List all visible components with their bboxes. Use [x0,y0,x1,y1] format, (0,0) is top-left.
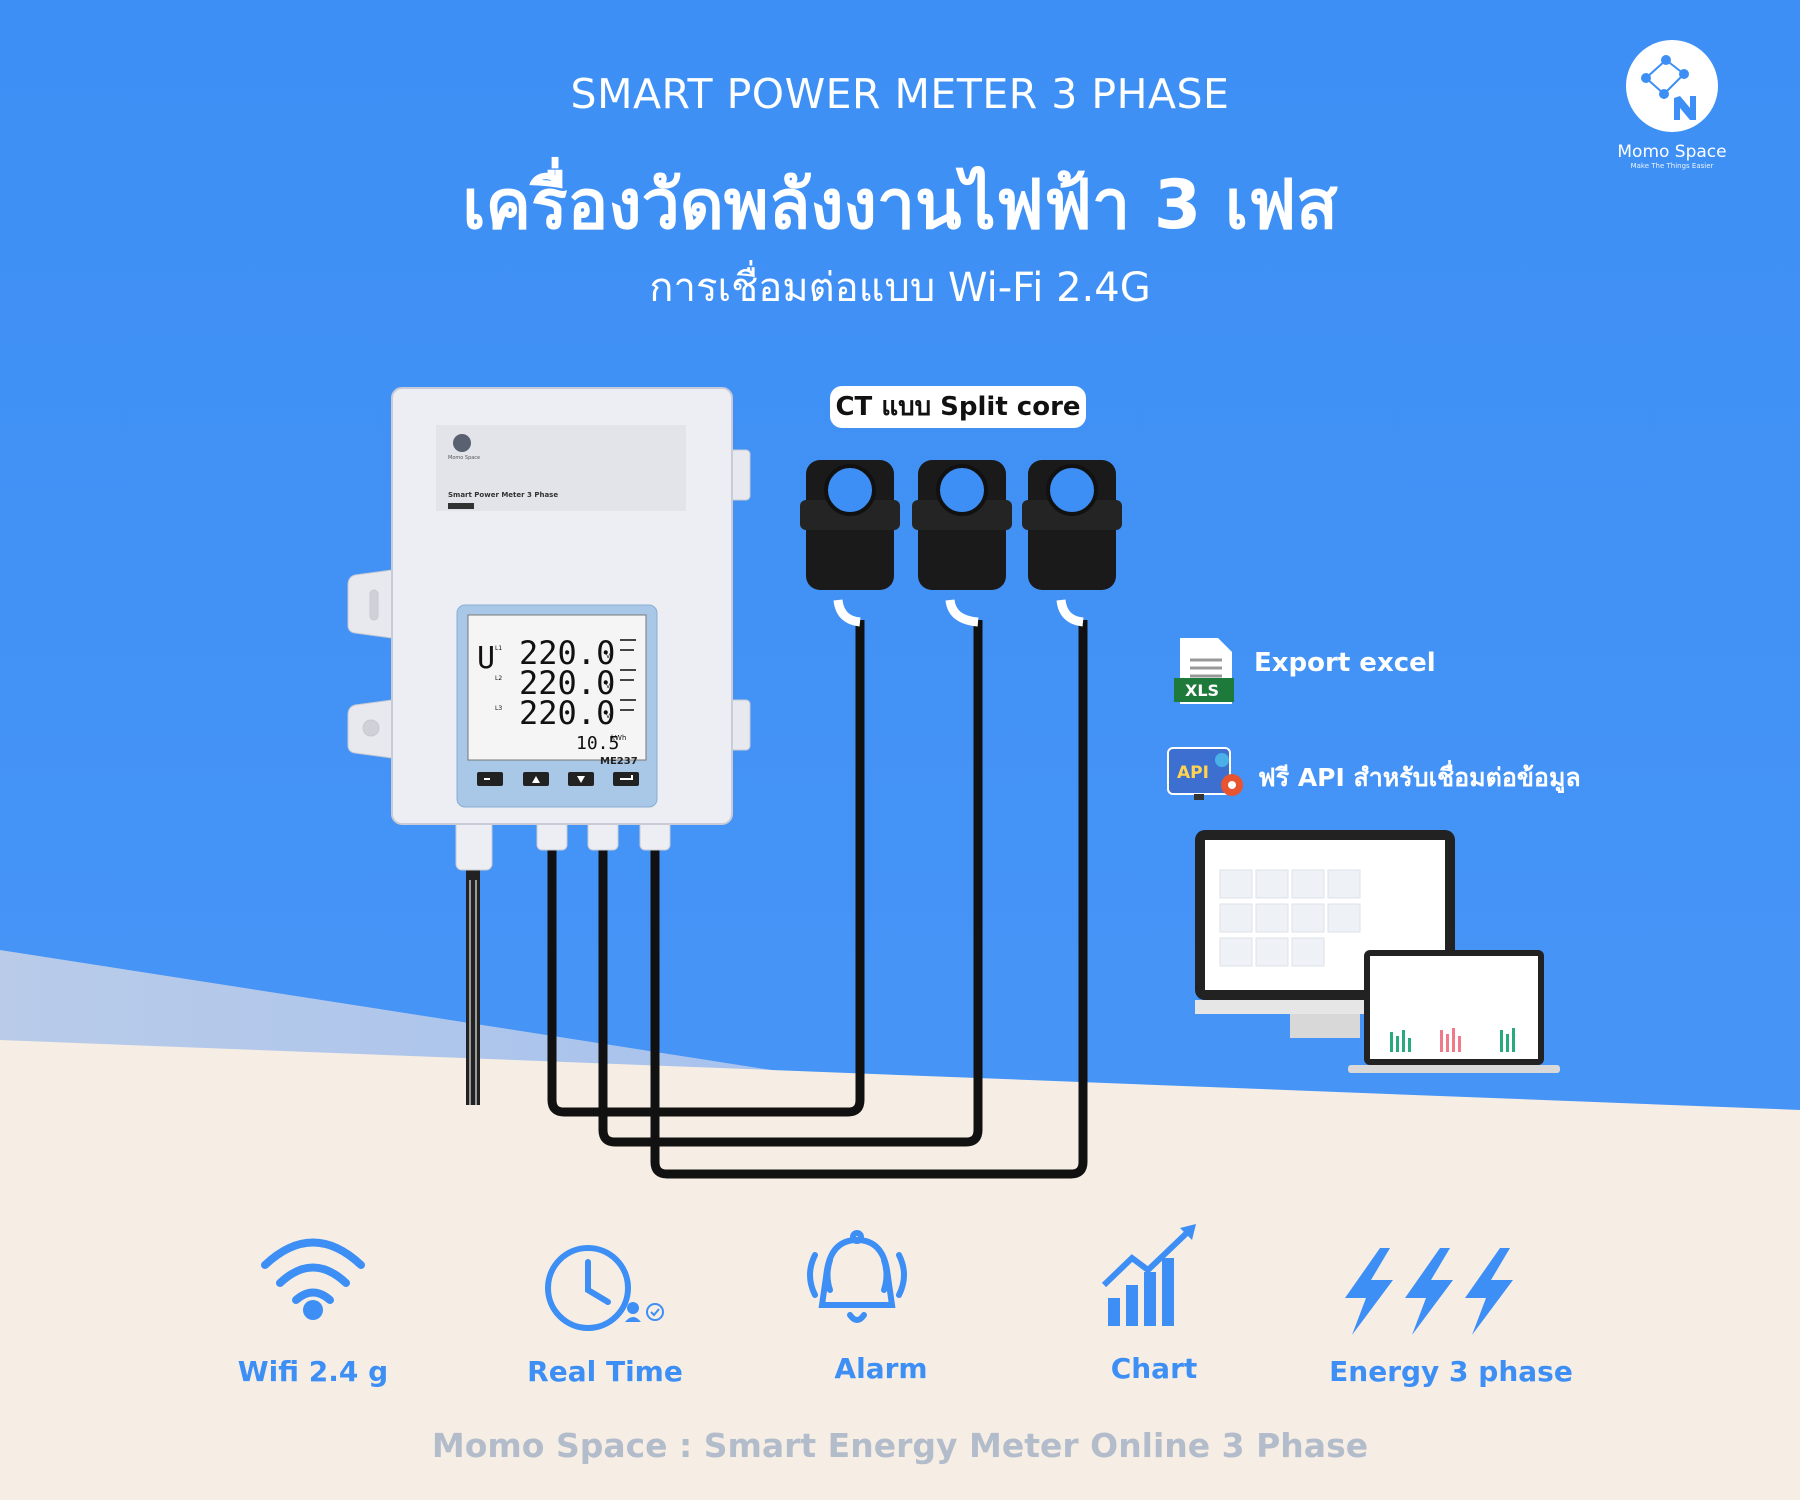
lcd-symbol: U [477,641,495,676]
wifi-label: Wifi 2.4 g [237,1355,389,1388]
mount-brackets [347,449,751,759]
xls-badge: XLS [1185,681,1219,700]
lcd-line-1: 220.0 [519,634,615,672]
lcd-phase-1: L1 [495,645,502,652]
ct-cables [547,620,1088,1179]
lcd-energy: 10.5 [576,733,619,754]
page-title: เครื่องวัดพลังงานไฟฟ้า 3 เฟส [462,166,1338,245]
api-icon: API [1167,747,1243,800]
device-logo-icon [453,434,471,452]
export-excel-label: Export excel [1254,648,1436,678]
tagline: การเชื่อมต่อแบบ Wi-Fi 2.4G [649,265,1151,311]
lcd-bar-graph [620,639,636,711]
lightning-icon [1345,1248,1513,1335]
lcd-unit-v-3: V [606,713,611,720]
logo-name: Momo Space [1617,142,1727,162]
lcd-phase-3: L3 [495,705,502,712]
chart-icon [1101,1224,1196,1326]
cream-floor [0,1040,1800,1500]
realtime-label: Real Time [527,1355,683,1388]
lcd-unit-v-1: V [606,653,611,660]
energy-3-phase-label: Energy 3 phase [1329,1355,1573,1388]
ct-cable-ends [833,599,1084,627]
device-label-text: Smart Power Meter 3 Phase [448,491,558,499]
ct-split-core-label: CT แบบ Split core [830,386,1086,428]
subtitle: SMART POWER METER 3 PHASE [570,70,1230,118]
lcd-screen [467,614,647,761]
lcd-unit-v-2: V [606,683,611,690]
alarm-bell-icon [807,1230,907,1323]
ct-clamp [912,460,1012,590]
api-badge: API [1177,763,1209,783]
momo-space-logo: Momo Space Make The Things Easier [1612,38,1732,170]
ct-clamp [1022,460,1122,590]
free-api-label: ฟรี API สำหรับเชื่อมต่อข้อมูล [1258,763,1581,792]
device-brand-text: Momo Space [448,455,480,461]
lcd-phase-2: L2 [495,675,502,682]
meter-buttons [477,772,639,786]
lcd-line-2: 220.0 [519,664,615,702]
logo-tagline: Make The Things Easier [1630,162,1714,170]
chart-label: Chart [1110,1352,1198,1385]
wifi-icon [261,1238,365,1304]
meter-model: ME237 [600,756,638,767]
footer-text: Momo Space : Smart Energy Meter Online 3… [431,1426,1369,1465]
wifi-dot [303,1300,323,1320]
ct-clamp [800,460,900,590]
enclosure-label-area [436,425,686,511]
ct-clamps [800,460,1122,590]
logo-icon [1626,40,1718,132]
realtime-clock-icon [545,1245,664,1331]
xls-icon: XLS [1174,638,1234,704]
lcd-unit-kwh: kWh [611,734,626,742]
lcd-line-3: 220.0 [519,694,615,732]
power-cable [466,860,480,1105]
alarm-label: Alarm [834,1352,928,1385]
cable-glands [455,819,671,871]
device-label-bar [448,503,474,509]
dashboard-devices [1195,830,1560,1073]
